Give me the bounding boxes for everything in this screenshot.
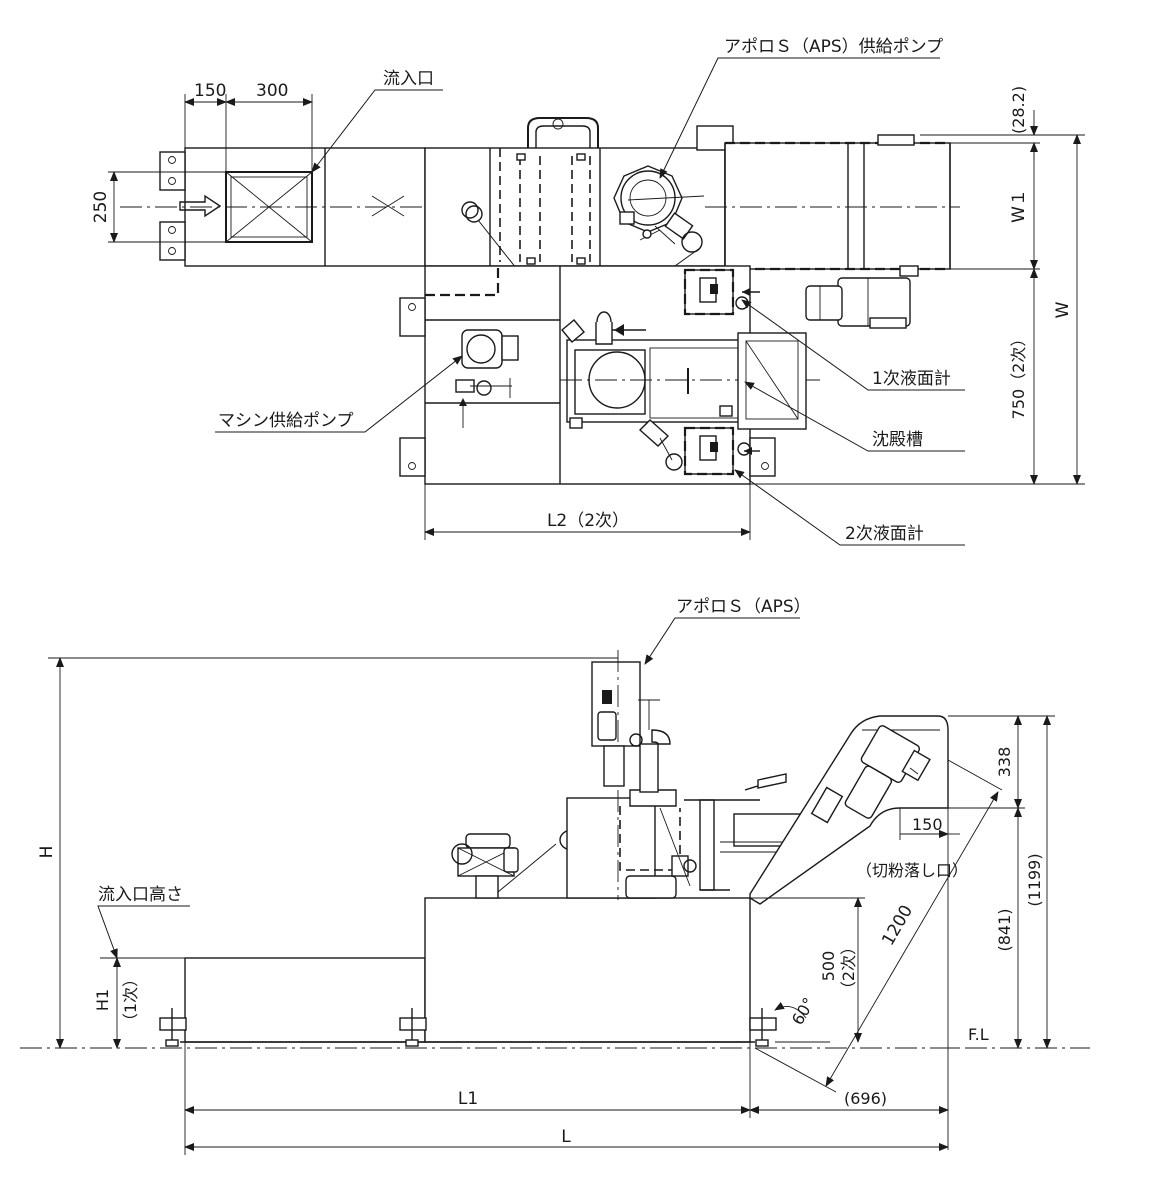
leveling-feet	[159, 1008, 777, 1047]
dim-w1: W１	[1009, 189, 1029, 223]
dim-500-sub: （2次）	[839, 939, 858, 997]
label-inlet-height: 流入口高さ	[98, 885, 183, 905]
dim-696: (696)	[844, 1089, 887, 1108]
dim-l1: L1	[458, 1089, 478, 1109]
dim-841: (841)	[995, 908, 1014, 951]
dim-h1: H1	[93, 989, 112, 1011]
plan-view: アポロＳ（APS）供給ポンプ 流入口 1次液面計 沈殿槽 2次液面計 マシン供給…	[91, 37, 1085, 546]
dim-h1-sub: （1次）	[121, 971, 140, 1029]
plan-leaders	[215, 57, 965, 546]
label-floor-level: F.L	[968, 1025, 989, 1044]
dim-1199: (1199)	[1025, 853, 1044, 906]
label-aps-pump: アポロＳ（APS）供給ポンプ	[724, 37, 943, 57]
dim-1200: 1200	[878, 902, 917, 949]
dim-w: W	[1053, 301, 1073, 318]
dim-250: 250	[91, 191, 111, 223]
dim-500: 500	[819, 951, 838, 982]
conveyor-plan	[705, 134, 960, 329]
dim-h: H	[37, 846, 57, 859]
dim-28-2: (28.2)	[1009, 86, 1028, 134]
label-machine-pump: マシン供給ポンプ	[218, 411, 354, 431]
label-chip-drop: （切粉落し口）	[856, 861, 968, 880]
label-secondary-level-gauge: 2次液面計	[845, 524, 924, 544]
aps-pump-plan	[599, 165, 705, 321]
aps-unit-side	[566, 650, 760, 900]
dim-150-top: 150	[194, 81, 226, 101]
dim-150-side: 150	[912, 815, 943, 834]
label-inlet: 流入口	[383, 69, 434, 89]
label-settling-tank: 沈殿槽	[872, 430, 923, 450]
dim-338: 338	[995, 747, 1014, 778]
dim-l2: L2（2次）	[547, 511, 629, 531]
secondary-tank	[399, 265, 820, 485]
side-leaders	[97, 617, 960, 1049]
inlet-section	[120, 147, 705, 267]
machine-pump-side	[451, 829, 585, 899]
side-dimensions	[48, 657, 1055, 1155]
dim-300: 300	[256, 81, 288, 101]
label-primary-level-gauge: 1次液面計	[872, 369, 951, 389]
dim-l: L	[561, 1127, 571, 1147]
side-view: アポロＳ（APS） 流入口高さ （切粉落し口） F.L H H1 （1次） 50…	[20, 597, 1090, 1155]
dim-angle: 60°	[788, 994, 819, 1028]
label-aps: アポロＳ（APS）	[676, 597, 811, 617]
dim-750: 750（2次）	[1009, 331, 1028, 420]
plan-dimensions	[108, 94, 1085, 540]
